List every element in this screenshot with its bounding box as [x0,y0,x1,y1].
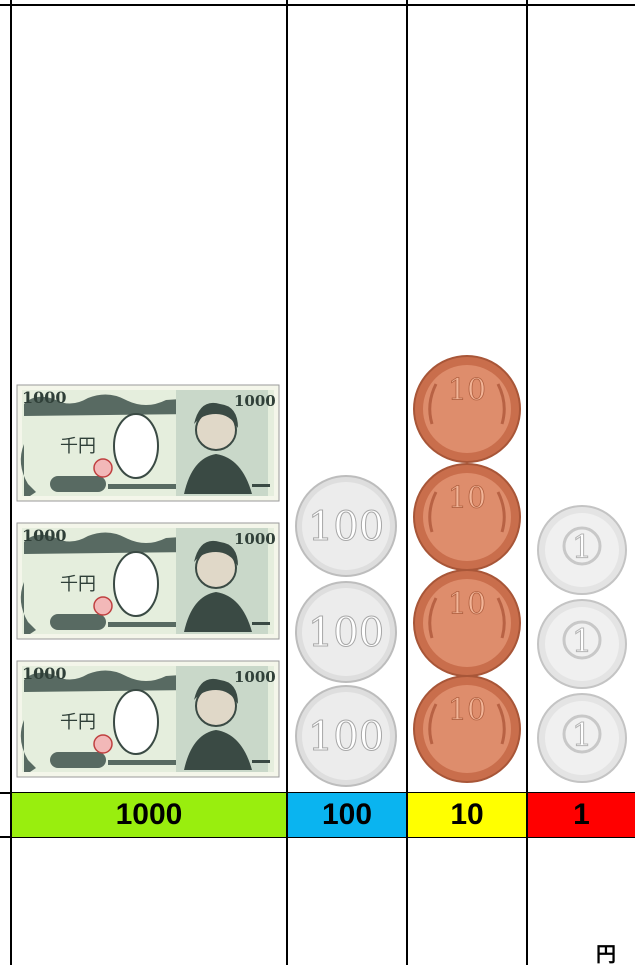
grid-line [0,4,635,6]
bill-number-top-left: 1000 [22,388,67,407]
bill-number-top-left: 1000 [22,526,67,545]
hundred-yen-coin[interactable]: 100 [294,684,398,788]
bill-text: 千円 [60,574,96,595]
bill-text: 千円 [60,436,96,457]
ten-yen-coin[interactable]: 10 [412,568,522,678]
bill-number-top-right: 1000 [234,668,276,686]
coin-value: 1 [572,716,592,754]
thousand-yen-bill[interactable]: 1000 1000 千円 [16,384,280,502]
coin-value: 10 [448,587,486,622]
bill-number-top-right: 1000 [234,530,276,548]
coin-value: 1 [572,528,592,566]
coin-value: 100 [308,504,384,550]
column-header-1: 1 [528,793,635,837]
coin-value: 1 [572,622,592,660]
ten-yen-coin[interactable]: 10 [412,354,522,464]
ten-yen-coin[interactable]: 10 [412,462,522,572]
coin-value: 100 [308,610,384,656]
ten-yen-coin[interactable]: 10 [412,674,522,784]
hundred-yen-coin[interactable]: 100 [294,580,398,684]
column-header-100: 100 [288,793,406,837]
thousand-yen-bill[interactable]: 1000 1000 千円 [16,522,280,640]
one-yen-coin[interactable]: 1 [536,692,628,784]
bill-number-top-left: 1000 [22,664,67,683]
one-yen-coin[interactable]: 1 [536,598,628,690]
coin-value: 10 [448,693,486,728]
column-header-10: 10 [408,793,526,837]
coin-value: 10 [448,373,486,408]
yen-unit-label: 円 [596,938,616,967]
bill-text: 千円 [60,712,96,733]
hundred-yen-coin[interactable]: 100 [294,474,398,578]
coin-value: 100 [308,714,384,760]
one-yen-coin[interactable]: 1 [536,504,628,596]
coin-value: 10 [448,481,486,516]
bill-number-top-right: 1000 [234,392,276,410]
thousand-yen-bill[interactable]: 1000 1000 千円 [16,660,280,778]
column-header-1000: 1000 [12,793,286,837]
